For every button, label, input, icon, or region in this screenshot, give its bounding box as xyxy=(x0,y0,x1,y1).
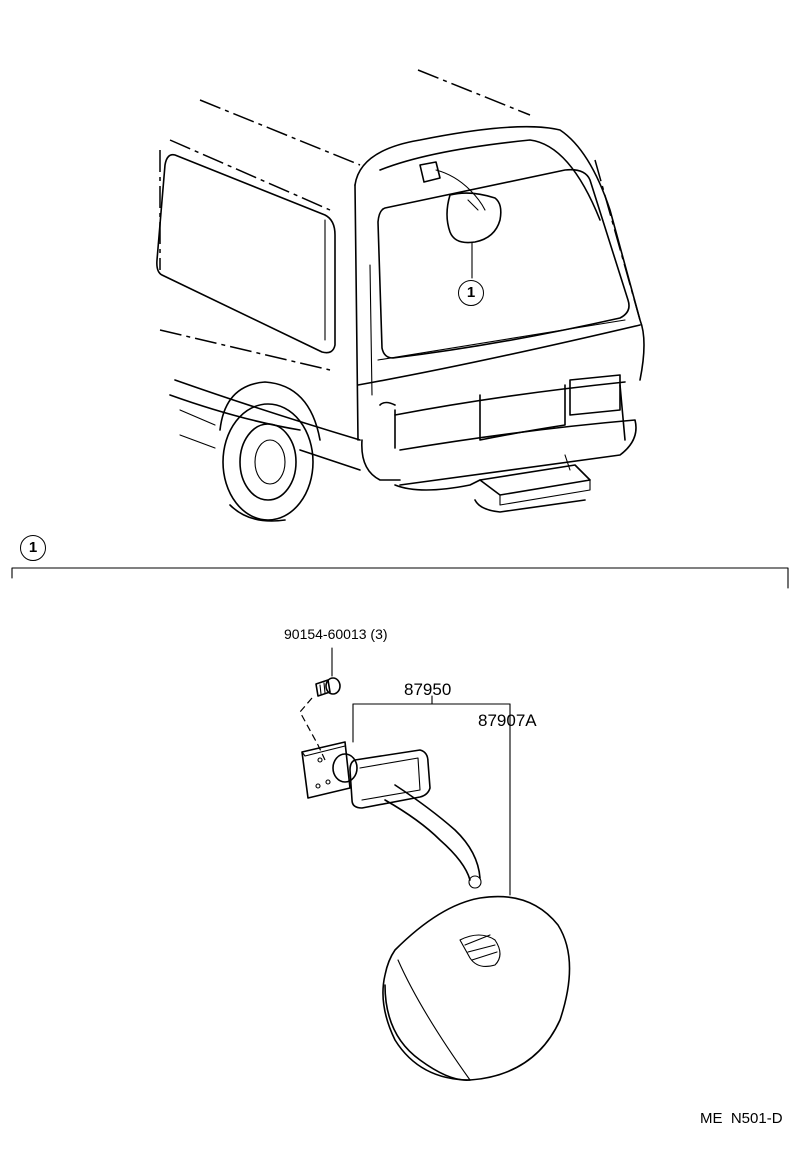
mirror-outer-number: 87907A xyxy=(478,711,537,730)
figure-code: ME N501-D xyxy=(700,1110,783,1127)
section-bracket xyxy=(11,567,789,589)
mirror-assembly-number: 87950 xyxy=(404,680,452,699)
vehicle-callout: 1 xyxy=(458,280,484,306)
mirror-assembly-illustration xyxy=(299,695,571,1081)
screw-icon xyxy=(315,647,341,697)
screw-part-number: 90154-60013 (3) xyxy=(284,626,388,642)
van-rear-view-illustration xyxy=(156,69,645,522)
section-callout: 1 xyxy=(20,535,46,561)
